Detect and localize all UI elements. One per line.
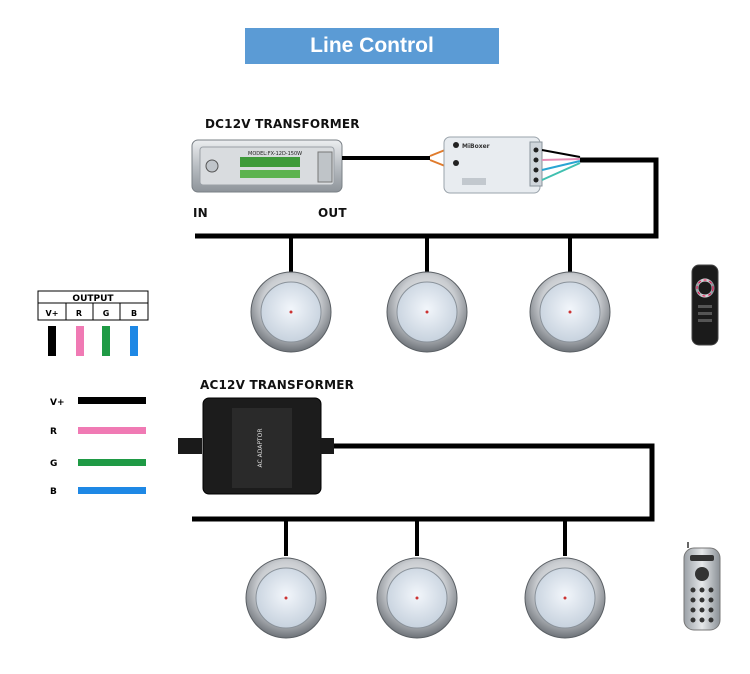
legend-label-vplus: V+ [50, 398, 65, 408]
top-light-drops [289, 236, 572, 272]
pool-light-top-3 [529, 271, 611, 353]
output-table-header: OUTPUT [72, 294, 114, 304]
pool-light-top-1 [250, 271, 332, 353]
bottom-light-drops [284, 519, 567, 556]
dc-transformer-label: DC12V TRANSFORMER [205, 117, 360, 131]
pool-light-bottom-1 [245, 557, 327, 639]
output-wire-b [130, 326, 138, 356]
out-label: OUT [318, 206, 347, 220]
legend-swatch-g [78, 459, 146, 466]
rgb-controller: MiBoxer [443, 136, 543, 194]
in-label: IN [193, 206, 208, 220]
output-col-g: G [103, 309, 110, 318]
dc-model-text: MODEL:FX-12D-150W [248, 151, 302, 157]
output-table: OUTPUT V+ R G B [37, 290, 149, 356]
output-col-r: R [76, 309, 82, 318]
ac-transformer: AC ADAPTOR [178, 397, 334, 495]
dc-transformer: MODEL:FX-12D-150W [191, 139, 343, 193]
legend-swatch-r [78, 427, 146, 434]
output-wire-g [102, 326, 110, 356]
output-col-vplus: V+ [46, 309, 59, 318]
rf-remote [683, 542, 721, 631]
wire-color-legend: V+ R G B [50, 397, 146, 497]
output-wire-vplus [48, 326, 56, 356]
ac-model-text: AC ADAPTOR [257, 429, 264, 468]
output-col-b: B [131, 309, 137, 318]
legend-label-b: B [50, 487, 57, 497]
legend-swatch-vplus [78, 397, 146, 404]
rgb-remote [691, 264, 719, 346]
legend-swatch-b [78, 487, 146, 494]
pool-light-bottom-2 [376, 557, 458, 639]
output-wire-r [76, 326, 84, 356]
legend-label-g: G [50, 459, 57, 469]
ac-transformer-label: AC12V TRANSFORMER [200, 378, 355, 392]
page-title: Line Control [245, 28, 499, 64]
controller-brand-text: MiBoxer [462, 143, 490, 150]
pool-light-top-2 [386, 271, 468, 353]
legend-label-r: R [50, 427, 57, 437]
pool-light-bottom-3 [524, 557, 606, 639]
